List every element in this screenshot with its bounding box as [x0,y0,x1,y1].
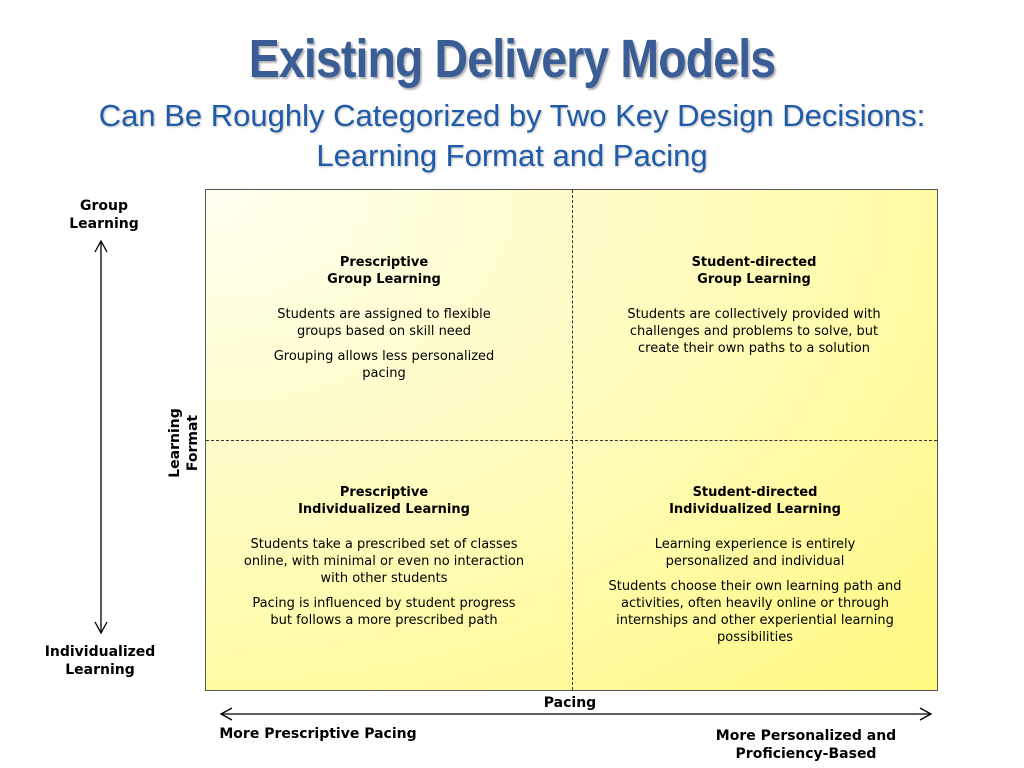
y-axis-bottom-label-line2: Learning [65,662,135,678]
quadrant-title-line2: Group Learning [697,272,811,287]
y-axis-bottom-label-line1: Individualized [44,644,156,660]
x-axis-right-label-line1: More Personalized and [715,728,897,744]
quadrant-title-line2: Individualized Learning [669,502,841,517]
quadrant-text: Grouping allows less personalized pacing [273,349,495,381]
y-axis-top-label: Group Learning [44,197,164,233]
y-axis-top-label-line2: Learning [69,216,139,232]
y-axis-title: Learning Format [167,408,201,478]
quadrant-text: Students choose their own learning path … [608,579,902,645]
quadrant-title-line2: Individualized Learning [298,502,470,517]
quadrant-title: Prescriptive Individualized Learning [238,484,530,518]
quadrant-bottom-left: Prescriptive Individualized Learning Stu… [238,484,530,637]
y-axis-top-label-line1: Group [79,198,128,214]
x-axis-right-label-line2: Proficiency-Based [735,746,877,762]
x-axis-title: Pacing [543,695,597,711]
horizontal-divider [206,440,937,441]
quadrant-text: Students take a prescribed set of classe… [243,537,525,586]
vertical-axis-arrow [94,239,108,635]
subtitle-line-2: Learning Format and Pacing [316,138,708,173]
quadrant-text: Students are collectively provided with … [627,307,881,356]
quadrant-top-right: Student-directed Group Learning Students… [604,254,904,365]
y-axis-bottom-label: Individualized Learning [30,643,170,679]
quadrant-bottom-right: Student-directed Individualized Learning… [604,484,906,654]
quadrant-text: Learning experience is entirely personal… [654,537,856,569]
quadrant-text: Pacing is influenced by student progress… [252,596,516,628]
quadrant-title: Student-directed Group Learning [604,254,904,288]
quadrant-title: Student-directed Individualized Learning [604,484,906,518]
quadrant-title-line2: Group Learning [327,272,441,287]
quadrant-text: Students are assigned to flexible groups… [277,307,491,339]
quadrant-title-line1: Prescriptive [339,485,429,500]
x-axis-left-label: More Prescriptive Pacing [219,726,417,742]
quadrant-title-line1: Student-directed [691,255,817,270]
horizontal-axis-arrow [219,707,933,721]
quadrant-grid: Prescriptive Group Learning Students are… [205,189,938,691]
quadrant-title-line1: Prescriptive [339,255,429,270]
quadrant-title-line1: Student-directed [692,485,818,500]
slide-subtitle: Can Be Roughly Categorized by Two Key De… [0,96,1024,176]
x-axis-right-label: More Personalized and Proficiency-Based [686,727,926,763]
quadrant-title: Prescriptive Group Learning [244,254,524,288]
quadrant-top-left: Prescriptive Group Learning Students are… [244,254,524,390]
slide-title: Existing Delivery Models [248,29,776,89]
subtitle-line-1: Can Be Roughly Categorized by Two Key De… [98,98,926,133]
